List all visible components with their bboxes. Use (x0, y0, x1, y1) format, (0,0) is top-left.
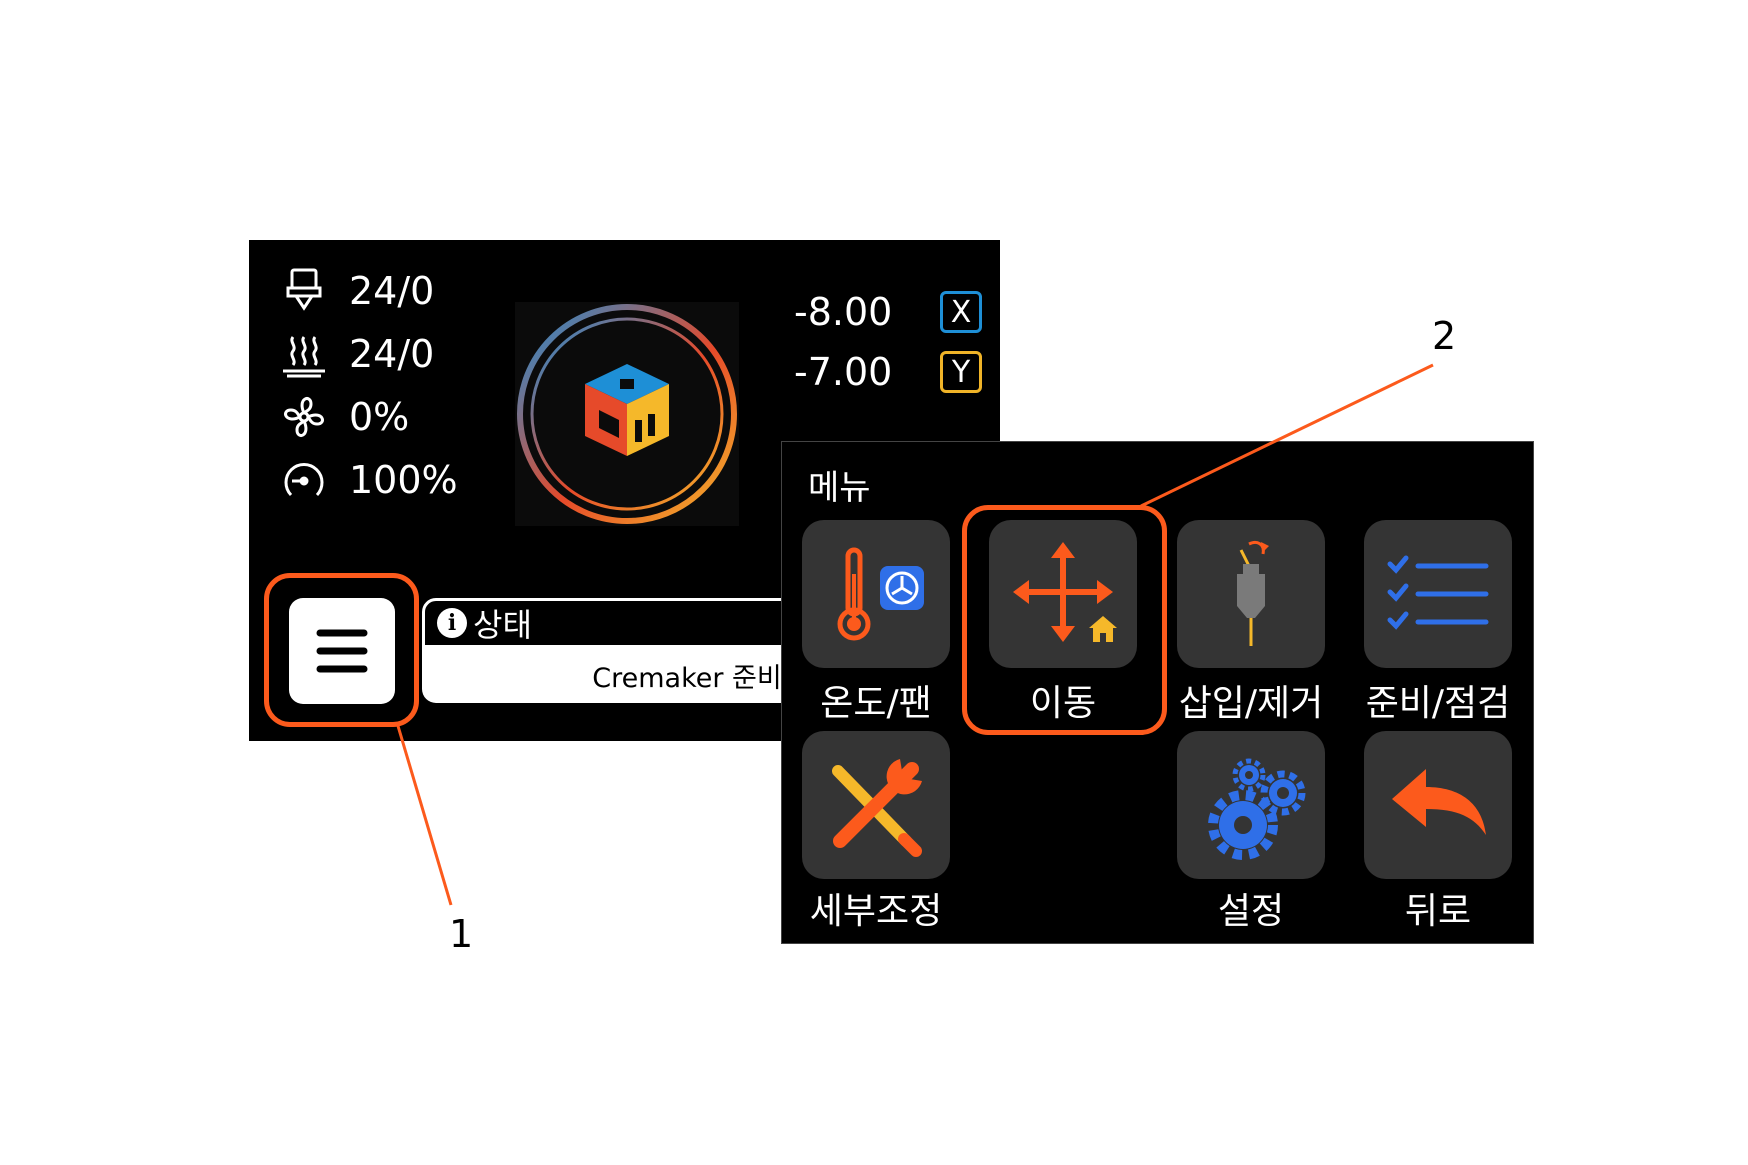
print-speed-value: 100% (349, 458, 458, 502)
x-position: -8.00 X (794, 290, 982, 334)
checklist-button[interactable] (1364, 520, 1512, 668)
fan-speed-value: 0% (349, 395, 410, 439)
move-label: 이동 (1029, 683, 1097, 724)
info-icon: i (437, 608, 467, 638)
gears-icon (1208, 758, 1306, 860)
y-axis-badge: Y (940, 351, 982, 393)
callout-1-number: 1 (449, 912, 474, 956)
checklist-icon (1387, 555, 1489, 630)
bed-temp: 24/0 (279, 329, 434, 379)
x-position-value: -8.00 (794, 290, 893, 334)
fan-icon (284, 397, 324, 437)
callout-2-number: 2 (1432, 314, 1457, 358)
x-axis-badge: X (940, 291, 982, 333)
nozzle-temp-value: 24/0 (349, 269, 435, 313)
menu-title: 메뉴 (808, 468, 871, 508)
speed-gauge-icon (284, 463, 324, 497)
status-header: i 상태 (422, 598, 1022, 648)
tools-icon (832, 759, 922, 857)
move-arrows-home-icon (1013, 542, 1117, 642)
fan-speed: 0% (279, 392, 409, 442)
temp-fan-label: 온도/팬 (820, 683, 932, 724)
filament-label: 삽입/제거 (1178, 683, 1324, 724)
filament-button[interactable] (1177, 520, 1325, 668)
menu-button[interactable] (289, 598, 395, 704)
hamburger-icon (316, 629, 368, 673)
back-arrow-icon (1392, 769, 1486, 835)
callout-1-highlight (264, 573, 419, 727)
tune-label: 세부조정 (809, 891, 943, 932)
nozzle-icon (286, 268, 322, 311)
heated-bed-icon (283, 336, 325, 378)
bed-temp-value: 24/0 (349, 332, 435, 376)
temp-fan-button[interactable] (802, 520, 950, 668)
print-speed: 100% (279, 455, 458, 505)
y-position-value: -7.00 (794, 350, 893, 394)
settings-label: 설정 (1217, 891, 1285, 932)
tune-button[interactable] (802, 731, 950, 879)
status-title: 상태 (473, 606, 532, 644)
cremaker-logo (515, 302, 739, 526)
move-button[interactable] (989, 520, 1137, 668)
y-position: -7.00 Y (794, 350, 982, 394)
thermometer-fan-icon (837, 547, 924, 641)
menu-screen: 메뉴 온도/팬 이동 (782, 442, 1533, 943)
back-button[interactable] (1364, 731, 1512, 879)
back-label: 뒤로 (1404, 891, 1472, 932)
filament-load-icon (1237, 540, 1269, 646)
callout-2-highlight (962, 505, 1167, 735)
checklist-label: 준비/점검 (1365, 683, 1511, 724)
nozzle-temp: 24/0 (279, 266, 434, 316)
settings-button[interactable] (1177, 731, 1325, 879)
